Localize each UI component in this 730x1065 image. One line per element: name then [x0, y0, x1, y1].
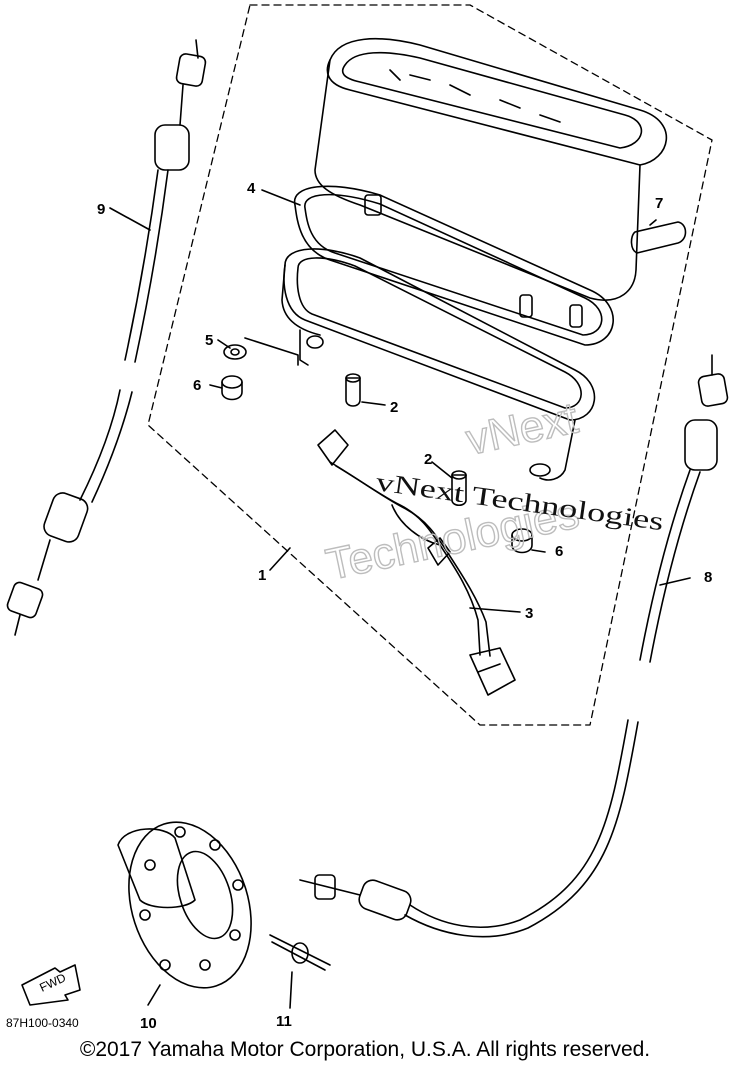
meter-housing	[314, 37, 687, 328]
pin-11	[269, 934, 331, 971]
callout-1: 1	[258, 567, 266, 584]
callout-2: 2	[390, 399, 398, 416]
drive-gear	[117, 821, 252, 989]
callout-3: 3	[525, 605, 533, 622]
callout-7: 7	[655, 195, 663, 212]
callout-4: 4	[247, 180, 256, 197]
fwd-arrow-icon	[21, 964, 81, 1006]
copyright-text: ©2017 Yamaha Motor Corporation, U.S.A. A…	[79, 1038, 651, 1061]
parts-diagram: vNext Technologies vNext Technologies 1 …	[6, 4, 729, 1030]
part-code: 87H100-0340	[6, 1016, 79, 1030]
bulb-2-upper	[345, 377, 361, 407]
gasket-ring	[293, 185, 614, 346]
assembly-boundary	[147, 4, 713, 726]
cable-8	[299, 354, 729, 938]
watermark-outline-1: vNext	[462, 393, 582, 464]
callout-6-left: 6	[193, 377, 201, 394]
callout-5: 5	[205, 332, 213, 349]
bulb-2-lower	[451, 474, 467, 507]
cable-9	[6, 39, 207, 636]
meter-case	[281, 248, 596, 481]
callout-10: 10	[140, 1015, 157, 1030]
callout-2-lower: 2	[424, 451, 432, 468]
washer-5	[223, 344, 247, 360]
callout-6-right: 6	[555, 543, 563, 560]
grommet-6-left	[221, 381, 243, 401]
wire-harness	[317, 429, 516, 696]
grommet-6-right	[511, 534, 533, 554]
callout-11: 11	[276, 1013, 292, 1030]
callout-8: 8	[704, 569, 712, 586]
callout-9: 9	[97, 201, 105, 218]
